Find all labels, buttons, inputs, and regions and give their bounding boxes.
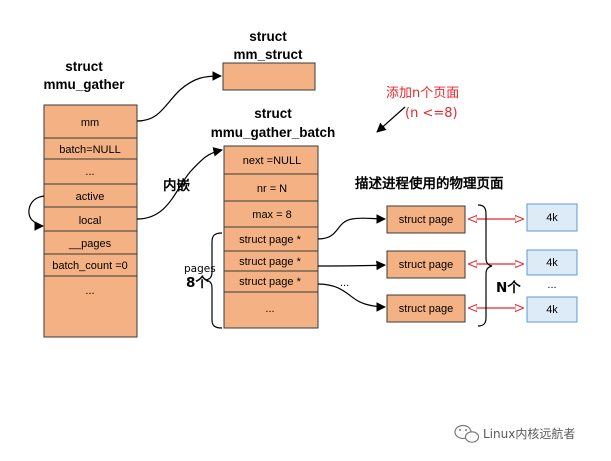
page-struct-column: struct page struct page struct page bbox=[386, 205, 466, 323]
pages-small-label: pages bbox=[184, 263, 216, 275]
page-struct-box-3 bbox=[386, 294, 466, 323]
phys-page-dots: ... bbox=[547, 279, 556, 291]
arrow-page-ptr-2 bbox=[317, 260, 386, 271]
arrow-add-pages bbox=[376, 106, 406, 133]
page-struct-box-1 bbox=[386, 205, 466, 234]
batch-nr-label: nr = N bbox=[257, 183, 287, 195]
add-pages-label-line1: 添加n个页面 bbox=[386, 86, 459, 101]
pages-brace bbox=[205, 232, 223, 329]
embedded-label: 内嵌 bbox=[163, 177, 190, 194]
describe-pages-label: 描述进程使用的物理页面 bbox=[355, 175, 504, 192]
mmu-gather-field-mm bbox=[43, 104, 138, 139]
mm-struct: struct mm_struct bbox=[222, 29, 316, 91]
phys-page-box-2 bbox=[526, 249, 578, 276]
arrow-mm-to-mm-struct bbox=[136, 71, 222, 122]
batch-next-label: next =NULL bbox=[243, 155, 301, 167]
batch-field-max bbox=[223, 200, 319, 228]
page-struct-box-2 bbox=[386, 250, 466, 279]
mmu-gather-batch-title-line2: mmu_gather_batch bbox=[211, 125, 336, 140]
mid-dots-label: ... bbox=[340, 277, 349, 289]
page-struct-label-1: struct page bbox=[399, 214, 453, 226]
mmu-gather-pages-label: __pages bbox=[68, 238, 112, 250]
phys-page-box-3 bbox=[526, 296, 578, 323]
mmu-gather-batch-label: batch=NULL bbox=[59, 144, 120, 156]
page-struct-label-2: struct page bbox=[399, 259, 453, 271]
batch-max-label: max = 8 bbox=[252, 209, 291, 221]
mmu-gather-struct: struct mmu_gather mm batch=NULL ... acti… bbox=[43, 59, 138, 338]
mmu-gather-active-label: active bbox=[76, 191, 105, 203]
physical-page-column: 4k 4k ... 4k bbox=[526, 203, 578, 323]
mmu-gather-mm-label: mm bbox=[81, 117, 99, 129]
batch-page-ptr-3-label: struct page * bbox=[239, 276, 301, 288]
phys-page-label-1: 4k bbox=[546, 212, 558, 224]
arrow-active-to-local bbox=[28, 195, 45, 231]
mmu-gather-dots-label: ... bbox=[85, 166, 94, 178]
page-struct-label-3: struct page bbox=[399, 303, 453, 315]
mmu-gather-tail-label: ... bbox=[85, 285, 94, 297]
batch-page-ptr-2-label: struct page * bbox=[239, 256, 301, 268]
mmu-gather-batch-title-line1: struct bbox=[254, 106, 292, 121]
mmu-gather-field-tail bbox=[43, 275, 138, 338]
arrow-page-ptr-1 bbox=[317, 214, 386, 240]
mmu-gather-batch-count-label: batch_count =0 bbox=[52, 260, 128, 272]
batch-field-tail bbox=[223, 291, 319, 329]
phys-page-box-1 bbox=[526, 203, 578, 232]
mm-struct-title-line1: struct bbox=[249, 29, 287, 44]
red-link-arrows bbox=[469, 219, 523, 308]
n-count-label: N个 bbox=[496, 280, 521, 296]
mmu-gather-batch-struct: struct mmu_gather_batch next =NULL nr = … bbox=[211, 106, 336, 329]
wechat-icon bbox=[454, 424, 480, 443]
arrow-page-ptr-3 bbox=[317, 283, 386, 312]
batch-page-ptr-1-label: struct page * bbox=[239, 234, 301, 246]
add-pages-label-line2: (n <=8) bbox=[405, 106, 458, 121]
batch-tail-label: ... bbox=[265, 303, 274, 315]
watermark-text: Linux内核远航者 bbox=[483, 426, 575, 441]
arrow-local-to-batch bbox=[136, 147, 223, 220]
phys-page-label-3: 4k bbox=[546, 304, 558, 316]
n-pages-brace bbox=[477, 204, 493, 327]
mm-struct-box bbox=[222, 62, 316, 91]
pages-count-label: 8个 bbox=[186, 275, 209, 291]
mm-struct-title-line2: mm_struct bbox=[233, 47, 303, 62]
mmu-gather-local-label: local bbox=[79, 215, 102, 227]
mmu-gather-title-line2: mmu_gather bbox=[43, 77, 125, 92]
watermark: Linux内核远航者 bbox=[454, 424, 575, 443]
mmu-gather-title-line1: struct bbox=[65, 59, 103, 74]
phys-page-label-2: 4k bbox=[546, 257, 558, 269]
mmu-gather-field-dots bbox=[43, 158, 138, 185]
